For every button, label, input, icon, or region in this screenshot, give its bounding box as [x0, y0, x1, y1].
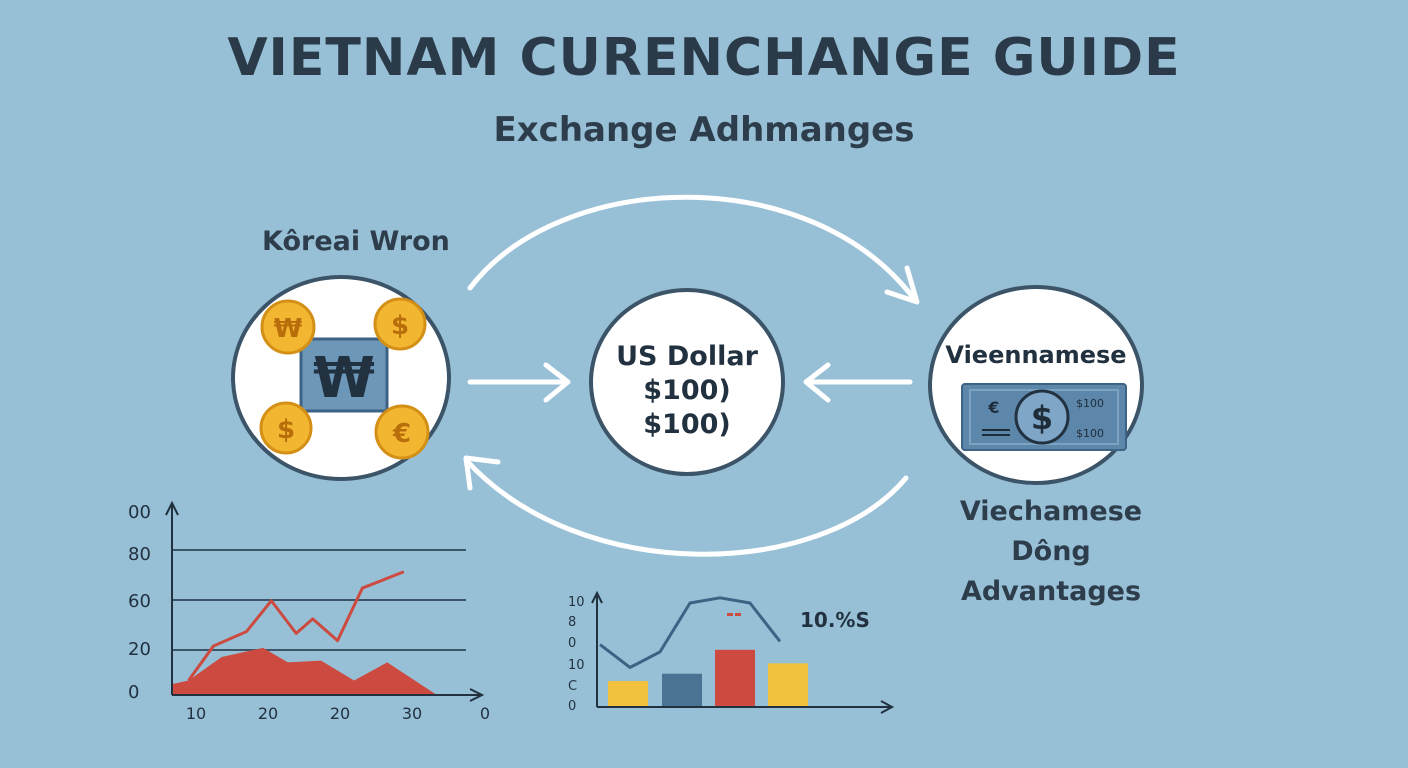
page-subtitle: Exchange Adhmanges — [493, 110, 915, 150]
small-red-marker — [727, 613, 741, 616]
x-tick-label: 0 — [480, 704, 490, 723]
page-title: VIETNAM CURENCHANGE GUIDE — [227, 28, 1181, 88]
y-tick-label: 60 — [128, 591, 151, 612]
y-tick-label: 0 — [568, 699, 576, 714]
trend-line — [599, 596, 782, 669]
y-tick-label: 80 — [128, 544, 151, 565]
left-straight-arrowhead — [543, 362, 571, 403]
right-straight-arrowhead — [803, 362, 831, 403]
won-currency-icon: ₩ ₩ $ $ € — [259, 297, 430, 460]
banknote-icon: $ € $100 $100 — [961, 383, 1127, 451]
y-tick-label: 8 — [568, 615, 576, 630]
y-tick-label: 0 — [568, 636, 576, 651]
top-arc-arrowhead — [884, 265, 920, 305]
won-note-symbol: ₩ — [313, 346, 375, 411]
korean-won-circle: ₩ ₩ $ $ € — [231, 275, 451, 481]
bar — [662, 673, 702, 707]
y-tick-label: 0 — [128, 682, 139, 703]
bar — [715, 649, 755, 707]
top-arc-arrow — [467, 194, 918, 303]
bar — [768, 663, 808, 707]
us-dollar-label: US Dollar — [616, 341, 758, 372]
svg-text:$: $ — [1031, 399, 1053, 437]
y-tick-label: 10 — [568, 658, 585, 673]
chart-annotation: 10.%S — [800, 608, 870, 632]
bottom-arc-arrow — [463, 457, 909, 557]
us-dollar-circle: US Dollar $100) $100) — [589, 288, 785, 476]
bar-line-chart: 10 8 0 10C 0 10.%S — [568, 590, 895, 714]
x-axis-arrowhead — [469, 688, 485, 702]
x-tick-label: 30 — [402, 704, 422, 723]
area-line-chart: 00 80 60 20 0 10 20 20 30 0 — [128, 500, 490, 723]
y-tick-label: C — [568, 679, 577, 694]
svg-text:$: $ — [277, 415, 295, 445]
caption-line-2: Advantages — [960, 576, 1142, 607]
svg-text:$: $ — [391, 311, 409, 341]
svg-text:₩: ₩ — [274, 314, 303, 344]
y-axis-arrowhead — [591, 590, 603, 604]
korean-won-label: Kôreai Wron — [262, 226, 450, 257]
y-axis-arrowhead — [165, 500, 179, 516]
vietnamese-circle: Vieennamese $ € $100 $100 — [928, 285, 1144, 485]
bar — [608, 681, 648, 707]
coin-dollar-icon: $ — [259, 401, 313, 455]
y-tick-label: 10 — [568, 595, 585, 610]
svg-text:€: € — [392, 419, 411, 449]
line-series — [187, 570, 405, 682]
vietnamese-dong-caption: Viechamese Dông Advantages — [920, 492, 1182, 612]
area-series — [172, 647, 437, 695]
us-dollar-amount: $100) — [643, 375, 731, 406]
y-tick-label: 20 — [128, 639, 151, 660]
y-tick-label: 00 — [128, 502, 151, 523]
x-tick-label: 20 — [330, 704, 350, 723]
x-tick-label: 20 — [258, 704, 278, 723]
coin-dollar-icon: $ — [373, 297, 427, 351]
vietnamese-label: Vieennamese — [945, 341, 1127, 369]
coin-euro-icon: € — [374, 404, 430, 460]
coin-won-icon: ₩ — [260, 299, 316, 355]
svg-text:$100: $100 — [1076, 397, 1104, 410]
bottom-arc-arrowhead — [463, 455, 501, 491]
x-tick-label: 10 — [186, 704, 206, 723]
us-dollar-amount-repeat: $100) — [643, 409, 731, 440]
svg-text:€: € — [987, 398, 999, 417]
x-axis-arrowhead — [880, 700, 895, 714]
caption-line-1: Viechamese Dông — [959, 496, 1143, 567]
svg-text:$100: $100 — [1076, 427, 1104, 440]
